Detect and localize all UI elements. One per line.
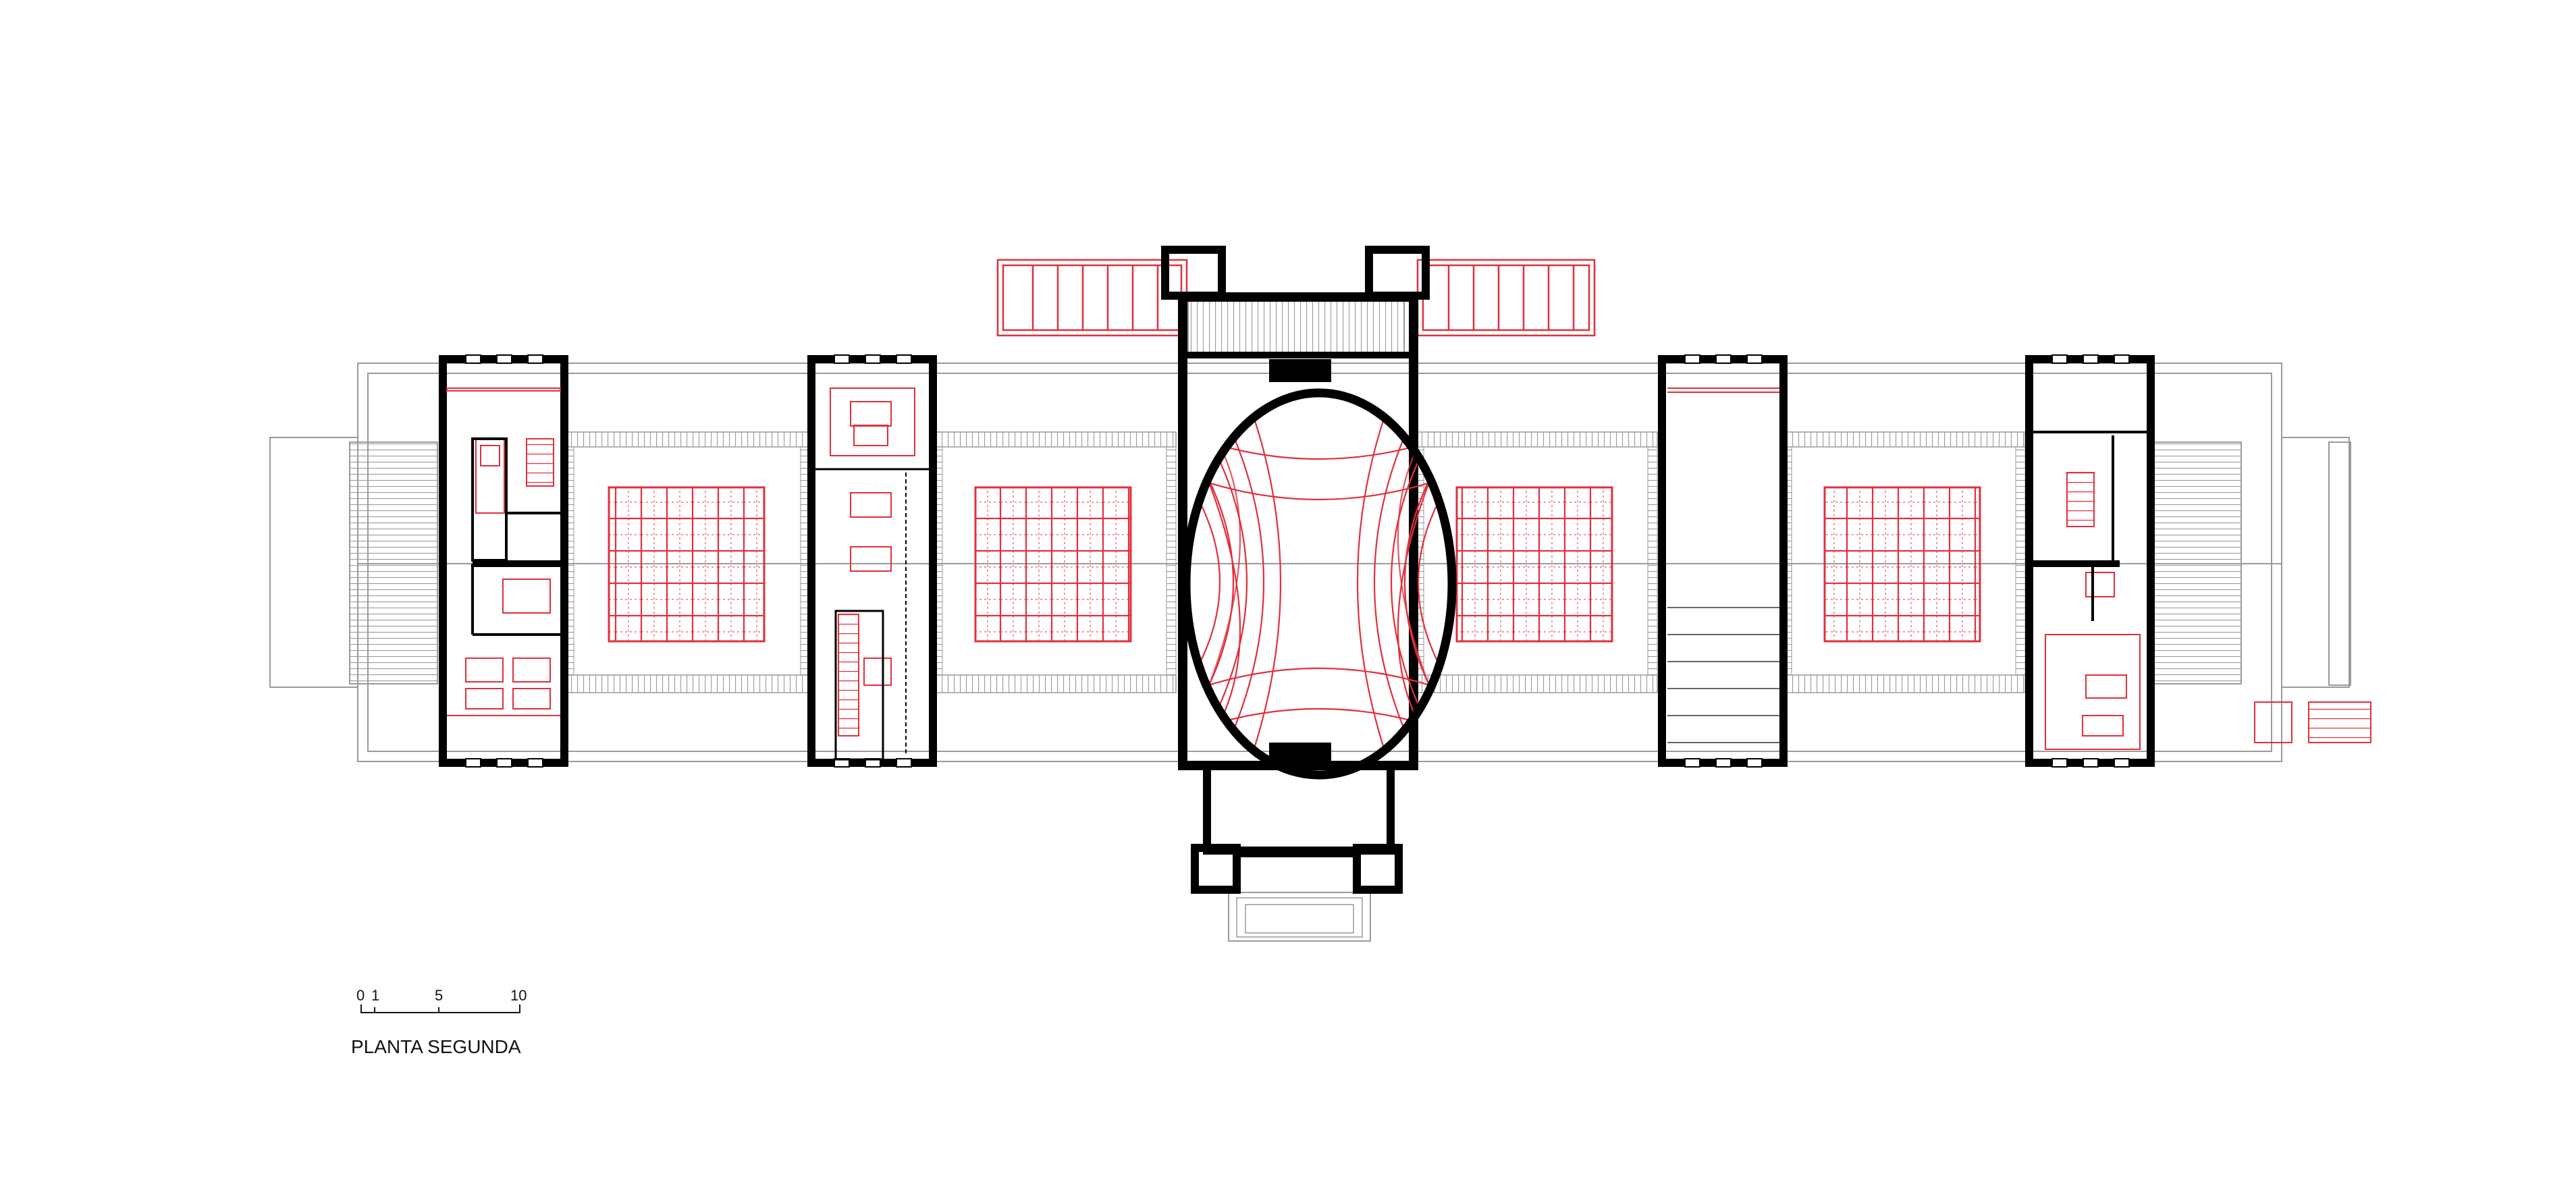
pavilion-4-rooms xyxy=(1667,387,1779,393)
scale-tick-0: 0 xyxy=(356,987,365,1004)
pavilion-5-partitions xyxy=(2033,431,2147,621)
pavilion-4-stair xyxy=(1667,607,1779,743)
pavilion-1-rooms xyxy=(446,387,561,716)
drawing-title: PLANTA SEGUNDA xyxy=(351,1036,521,1057)
pavilion-2-partitions xyxy=(815,468,929,761)
pavilion-5-rooms xyxy=(2045,472,2371,750)
pavilion-2-rooms xyxy=(830,387,915,736)
pavilion-1-partitions xyxy=(471,437,564,636)
scale-tick-1: 1 xyxy=(371,987,379,1004)
scale-tick-5: 5 xyxy=(435,987,443,1004)
scale-bar: 0 1 5 10 xyxy=(356,987,527,1013)
window-marks xyxy=(465,354,2130,768)
scale-tick-10: 10 xyxy=(510,987,527,1004)
courtyard-skylights xyxy=(608,486,1981,643)
